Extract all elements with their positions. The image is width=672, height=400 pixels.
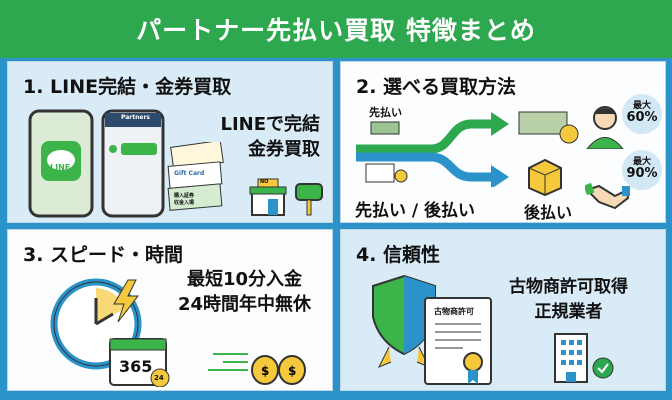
bottom-label: 先払い / 後払い	[355, 201, 476, 221]
phone-header: Partners	[121, 114, 150, 121]
calendar-icon	[109, 338, 170, 387]
line-phone-icon	[28, 109, 94, 218]
shop-sign: NO	[260, 179, 269, 185]
money-bags-icon: $$	[208, 353, 306, 385]
panel-title: 1. LINE完結・金券買取	[23, 76, 232, 98]
prepay-label-top: 先払い	[369, 106, 402, 119]
line-logo: LINE	[50, 163, 71, 172]
hours-badge: 24	[154, 374, 164, 382]
svg-text:$: $	[288, 364, 296, 378]
money-stack-icon	[518, 111, 579, 144]
panel-title: 4. 信頼性	[356, 244, 441, 266]
postpay-label: 後払い	[524, 203, 573, 222]
panel-title: 2. 選べる買取方法	[356, 76, 517, 98]
office-building-icon	[554, 333, 614, 383]
branching-arrows	[356, 112, 509, 187]
page-title: パートナー先払い買取 特徴まとめ	[0, 0, 672, 58]
panel-text-1: LINEで完結金券買取	[220, 114, 320, 160]
calendar-number: 365	[119, 357, 153, 376]
ticket-text: 購入証券 収金入場	[174, 193, 195, 206]
box-icon	[528, 158, 562, 196]
shop-icon	[249, 178, 287, 216]
mailbox-icon	[295, 183, 323, 216]
chat-phone-icon	[101, 109, 165, 218]
handshake-icon	[585, 182, 630, 210]
panel-text-4: 古物商許可取得正規業者	[509, 277, 628, 322]
gift-card-label: Gift Card	[174, 170, 205, 177]
panel-line-gift: 1. LINE完結・金券買取 LINE Partners Gift Card 購…	[7, 61, 333, 223]
svg-text:$: $	[261, 364, 269, 378]
certificate-icon	[424, 297, 492, 385]
panel-trust: 4. 信頼性 古物商許可 古物商許可取得正規業者	[340, 229, 666, 391]
certificate-title: 古物商許可	[434, 307, 474, 316]
gift-cards-icon	[167, 142, 224, 211]
panel-title: 3. スピード・時間	[23, 244, 184, 266]
person-icon	[586, 106, 624, 149]
